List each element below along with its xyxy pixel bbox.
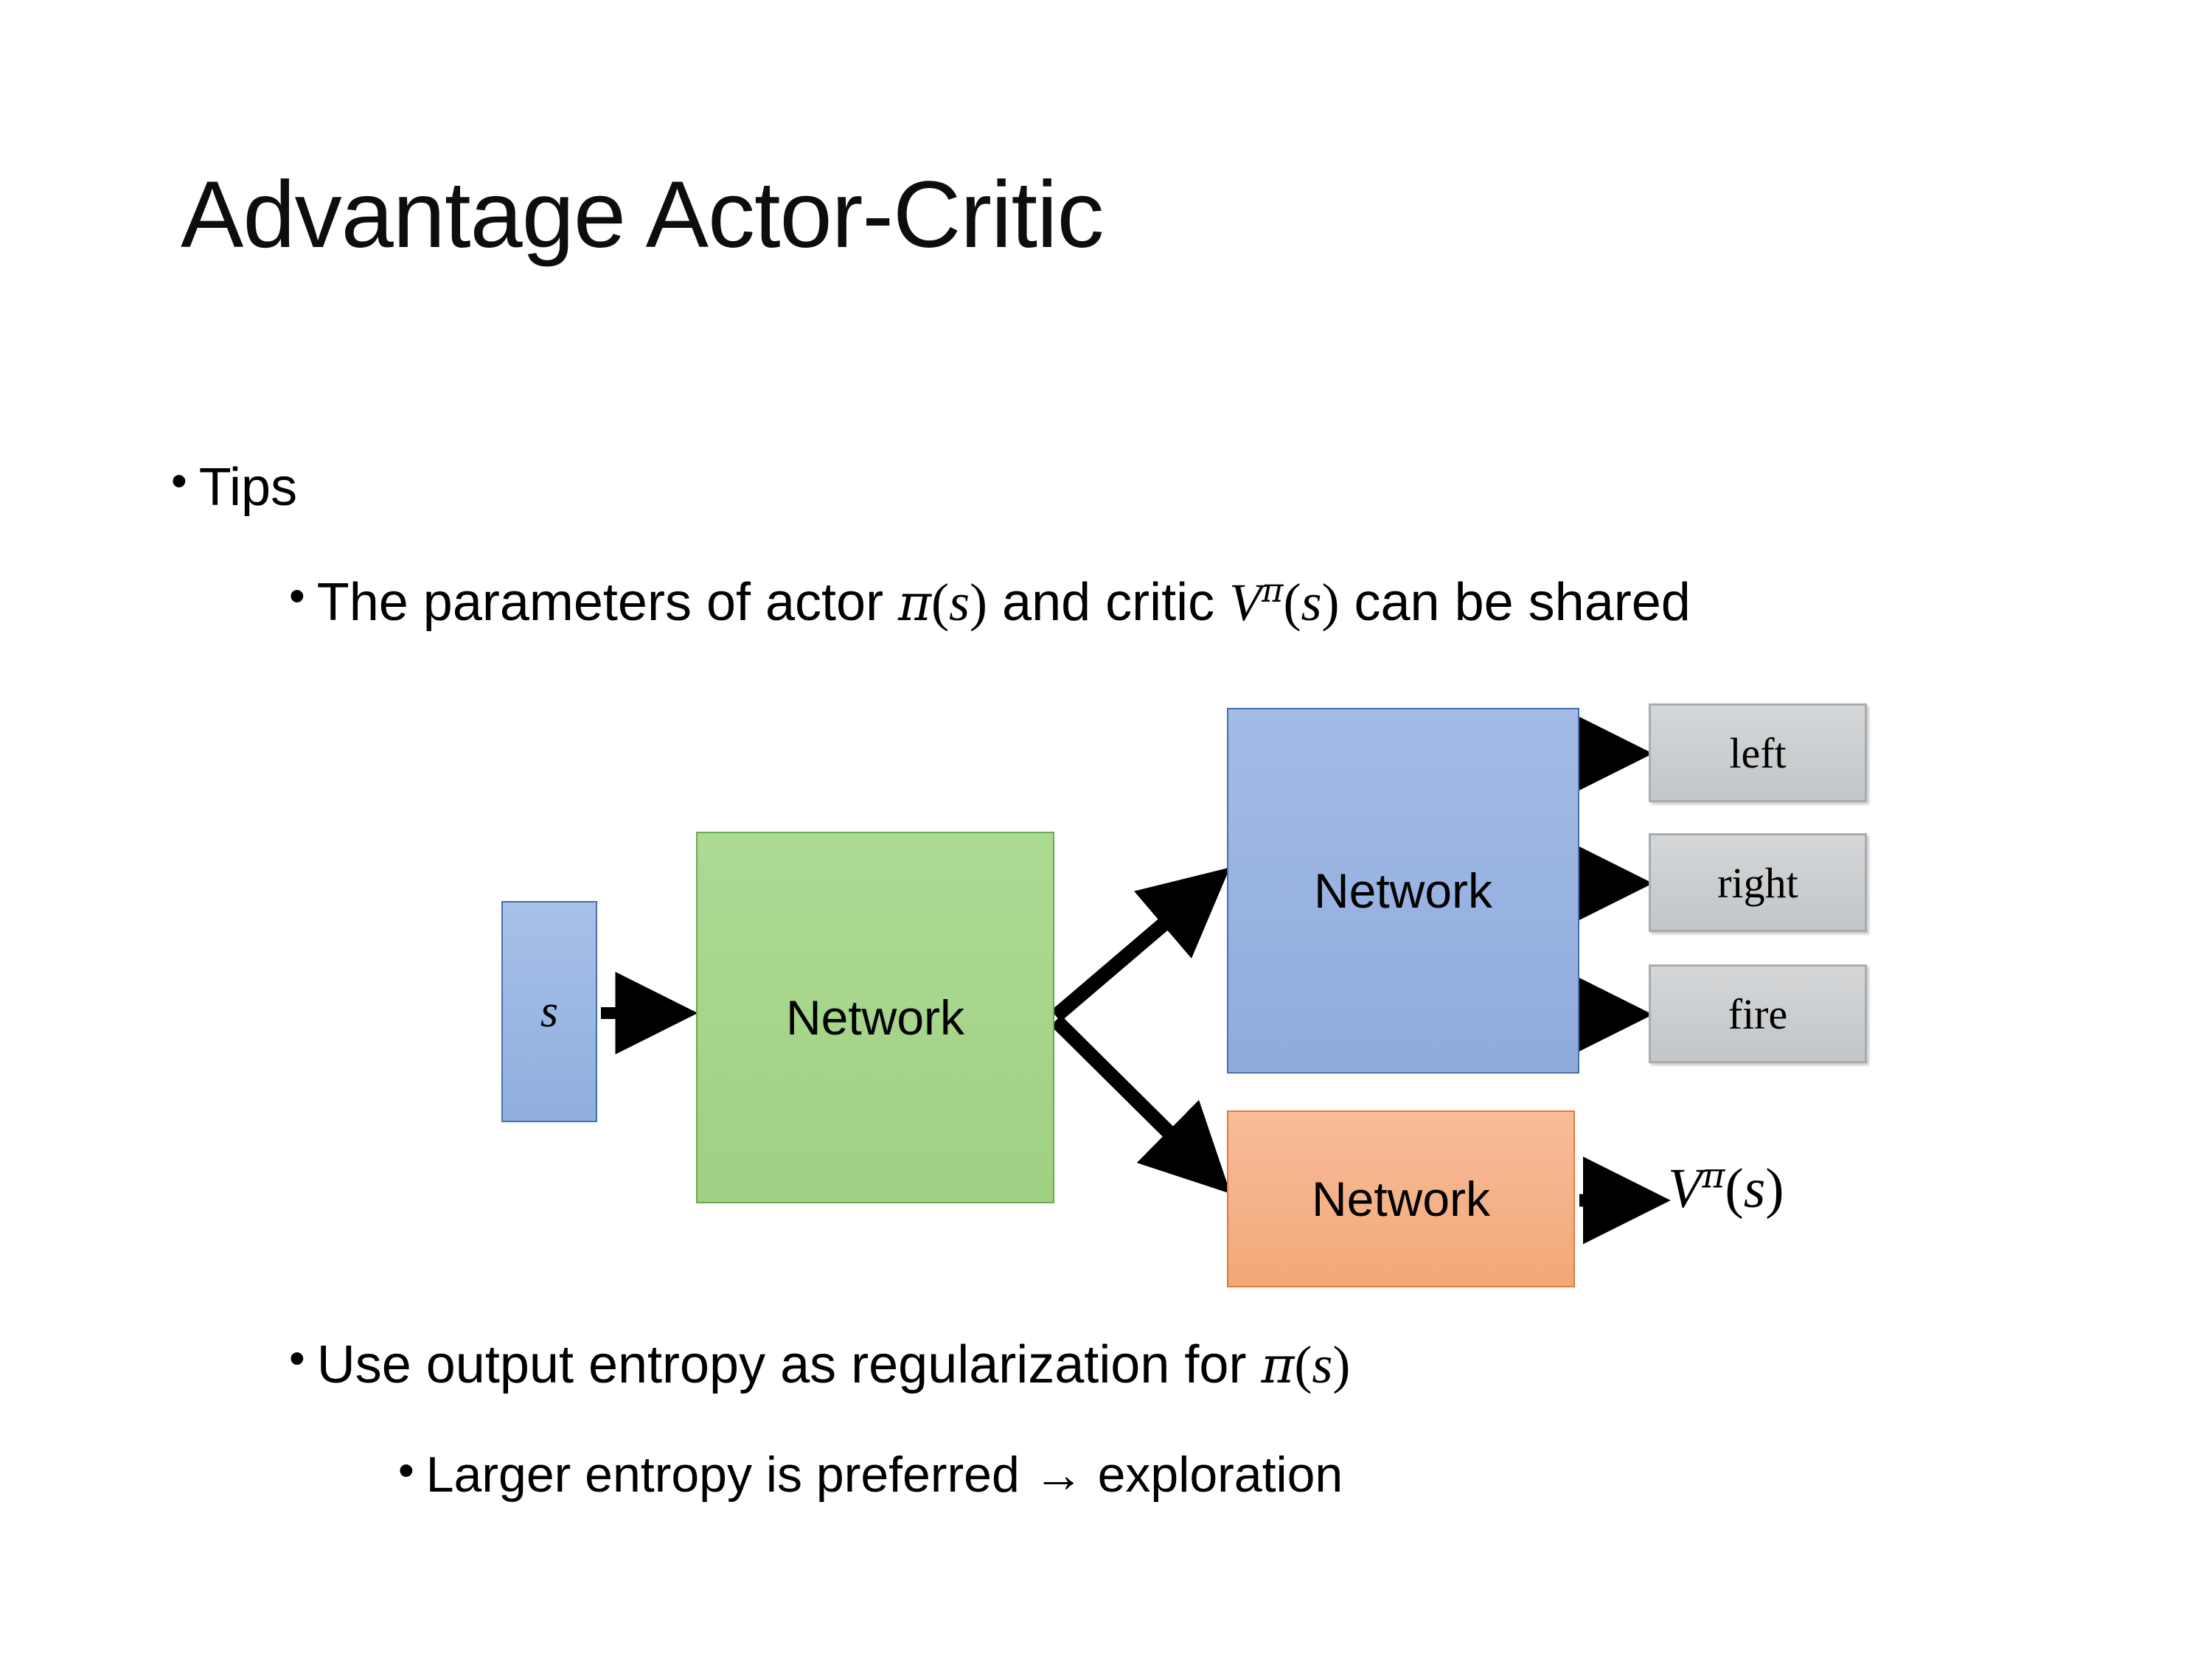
bullet-shared-parameters: • The parameters of actor π(s) and criti… (289, 572, 1691, 633)
bullet-dot-icon: • (289, 571, 305, 622)
math-critic-superscript: π (1262, 571, 1284, 610)
math-actor-paren-close: ) (970, 573, 988, 632)
action-box-fire: fire (1649, 964, 1867, 1063)
node-critic-network: Network (1227, 1110, 1575, 1287)
node-actor-label: Network (1313, 863, 1493, 918)
value-base: V (1668, 1158, 1703, 1220)
action-box-left: left (1649, 703, 1867, 802)
math-entropy-arg: s (1312, 1335, 1333, 1394)
value-paren-close: ) (1765, 1158, 1784, 1220)
action-label-fire: fire (1728, 990, 1788, 1038)
node-shared-label: Network (785, 990, 965, 1045)
action-box-right: right (1649, 833, 1867, 932)
node-actor-network: Network (1227, 708, 1579, 1074)
bullet-dot-icon: • (398, 1445, 414, 1496)
bullet-shared-label: The parameters of actor π(s) and critic … (317, 572, 1691, 633)
page-title: Advantage Actor-Critic (181, 162, 1104, 268)
bullet-entropy-regularization: • Use output entropy as regularization f… (289, 1335, 1350, 1395)
value-superscript-pi: π (1702, 1155, 1725, 1197)
bullet-tips-label: Tips (198, 458, 298, 517)
math-entropy-pi: π (1261, 1337, 1295, 1395)
bullet-larger-entropy: • Larger entropy is preferred → explorat… (398, 1447, 1343, 1504)
value-paren-open: ( (1725, 1158, 1744, 1220)
node-critic-label: Network (1311, 1172, 1491, 1226)
value-arg: s (1743, 1158, 1766, 1220)
math-critic-arg: s (1301, 573, 1322, 632)
math-critic-base: V (1229, 573, 1262, 632)
math-critic-paren-open: ( (1283, 573, 1301, 632)
node-state-label: s (540, 986, 559, 1037)
bullet-dot-icon: • (171, 456, 187, 507)
value-function-output-label: Vπ(s) (1668, 1156, 1784, 1221)
math-actor-arg: s (949, 573, 970, 632)
math-actor-paren-open: ( (931, 573, 949, 632)
bullet-larger-label: Larger entropy is preferred → exploratio… (425, 1447, 1343, 1503)
action-label-left: left (1729, 728, 1787, 777)
text-tail: can be shared (1339, 573, 1691, 632)
bullet-dot-icon: • (289, 1333, 305, 1384)
bullet-entropy-label: Use output entropy as regularization for… (317, 1335, 1351, 1395)
bullet-tips: • Tips (171, 457, 297, 518)
arrow-shared-to-critic (1050, 1015, 1231, 1194)
node-shared-network: Network (696, 832, 1054, 1203)
math-critic-paren-close: ) (1321, 573, 1340, 632)
action-label-right: right (1717, 858, 1798, 907)
math-actor-pi: π (898, 574, 932, 633)
text-mid: and critic (987, 573, 1230, 632)
math-entropy-paren-open: ( (1294, 1335, 1312, 1394)
text-lead: Use output entropy as regularization for (316, 1335, 1262, 1394)
arrow-shared-to-actor (1051, 867, 1231, 1022)
math-entropy-paren-close: ) (1332, 1335, 1351, 1394)
node-state-input: s (501, 901, 597, 1122)
text-lead: The parameters of actor (316, 573, 899, 632)
